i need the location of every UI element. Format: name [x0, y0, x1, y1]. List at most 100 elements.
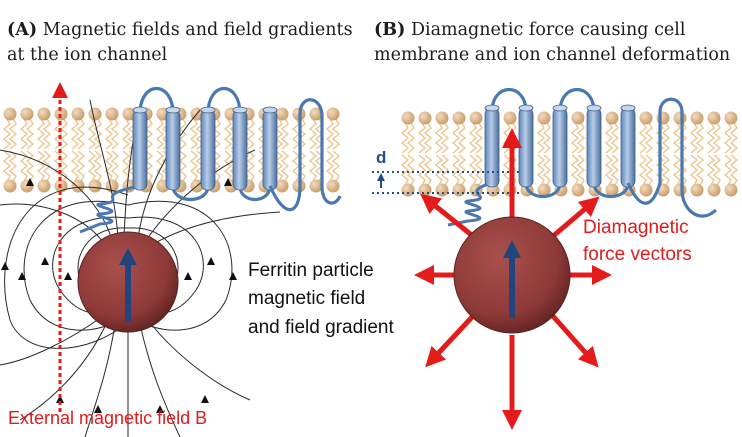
channel-helix — [518, 107, 534, 188]
lipid-tail — [400, 122, 410, 154]
channel-loop — [171, 185, 272, 201]
lipid-tail — [325, 150, 335, 182]
channel-loop — [138, 86, 242, 115]
diamagnetic-force-vectors — [414, 128, 612, 430]
lipid-tail — [508, 154, 518, 186]
magnetic-moment-arrow-a — [119, 248, 137, 265]
lipid-tail — [570, 122, 580, 154]
lipid-head — [309, 107, 323, 121]
lipid-head — [690, 183, 704, 197]
lipid-tail — [104, 118, 114, 150]
lipid-tail — [417, 154, 427, 186]
lipid-tail — [729, 122, 739, 154]
lipid-head — [435, 183, 449, 197]
lipid-tail — [291, 118, 301, 150]
lipid-head — [537, 183, 551, 197]
channel-coil — [79, 184, 141, 234]
lipid-head — [88, 107, 102, 121]
channel-coil — [447, 181, 493, 227]
force-label-line2: force vectors — [583, 244, 692, 265]
lipid-tail — [400, 154, 410, 186]
lipid-tail — [308, 150, 318, 182]
channel-tail-loop — [268, 98, 342, 212]
lipid-head — [418, 183, 432, 197]
lipid-head — [3, 107, 17, 121]
lipid-tail — [223, 150, 233, 182]
lipid-head — [326, 107, 340, 121]
lipid-head — [37, 107, 51, 121]
lipid-head — [724, 111, 738, 125]
lipid-tail — [308, 118, 318, 150]
ferritin-particle-b — [453, 216, 571, 334]
lipid-tail — [19, 150, 29, 182]
lipid-tail — [8, 150, 18, 182]
lipid-tail — [2, 150, 12, 182]
lipid-head — [88, 179, 102, 193]
lipid-tail — [331, 150, 341, 182]
lipid-tail — [25, 118, 35, 150]
lipid-tail — [76, 118, 86, 150]
lipid-head — [401, 111, 415, 125]
force-label-line1: Diamagnetic — [583, 217, 689, 238]
lipid-head — [690, 111, 704, 125]
lipid-head — [71, 107, 85, 121]
lipid-head — [122, 107, 136, 121]
lipid-tail — [502, 154, 512, 186]
lipid-tail — [42, 118, 52, 150]
lipid-tail — [2, 118, 12, 150]
lipid-tail — [189, 150, 199, 182]
lipid-head — [401, 183, 415, 197]
lipid-tail — [468, 154, 478, 186]
membrane-lipid-heads-b — [401, 111, 738, 197]
lipid-tail — [144, 118, 154, 150]
lipid-head — [452, 183, 466, 197]
lipid-tail — [36, 150, 46, 182]
channel-helix — [484, 107, 500, 188]
lipid-tail — [274, 118, 284, 150]
lipid-head — [418, 111, 432, 125]
lipid-tail — [280, 118, 290, 150]
lipid-head — [326, 179, 340, 193]
channel-tail-loop — [626, 97, 718, 218]
ferritin-particle-a — [77, 231, 179, 333]
lipid-tail — [246, 118, 256, 150]
lipid-tail — [70, 118, 80, 150]
lipid-tail — [638, 154, 648, 186]
deformation-distance-marker — [372, 171, 520, 194]
lipid-tail — [93, 150, 103, 182]
lipid-head — [309, 179, 323, 193]
lipid-head — [275, 179, 289, 193]
lipid-tail — [223, 118, 233, 150]
lipid-tail — [474, 122, 484, 154]
lipid-tail — [723, 154, 733, 186]
lipid-head — [469, 111, 483, 125]
lipid-head — [452, 111, 466, 125]
channel-helix-top — [518, 104, 534, 112]
channel-loop — [524, 182, 630, 198]
panel-a-title-line2: at the ion channel — [7, 45, 168, 65]
lipid-head — [673, 111, 687, 125]
lipid-tail — [576, 122, 586, 154]
lipid-tail — [451, 154, 461, 186]
lipid-tail — [644, 154, 654, 186]
lipid-tail — [661, 122, 671, 154]
lipid-head — [105, 107, 119, 121]
lipid-tail — [42, 150, 52, 182]
channel-helix — [165, 109, 181, 191]
channel-helix-top — [620, 104, 636, 112]
ferritin-label-line2: magnetic field — [248, 288, 365, 309]
lipid-head — [37, 179, 51, 193]
lipid-tail — [325, 118, 335, 150]
lipid-tail — [570, 154, 580, 186]
lipid-tail — [536, 154, 546, 186]
external-field-label: External magnetic field B — [8, 408, 207, 428]
lipid-head — [639, 111, 653, 125]
lipid-head — [435, 111, 449, 125]
lipid-tail — [604, 154, 614, 186]
lipid-tail — [468, 122, 478, 154]
lipid-tail — [70, 150, 80, 182]
lipid-tail — [644, 122, 654, 154]
channel-helix-top — [165, 106, 181, 114]
lipid-tail — [59, 150, 69, 182]
